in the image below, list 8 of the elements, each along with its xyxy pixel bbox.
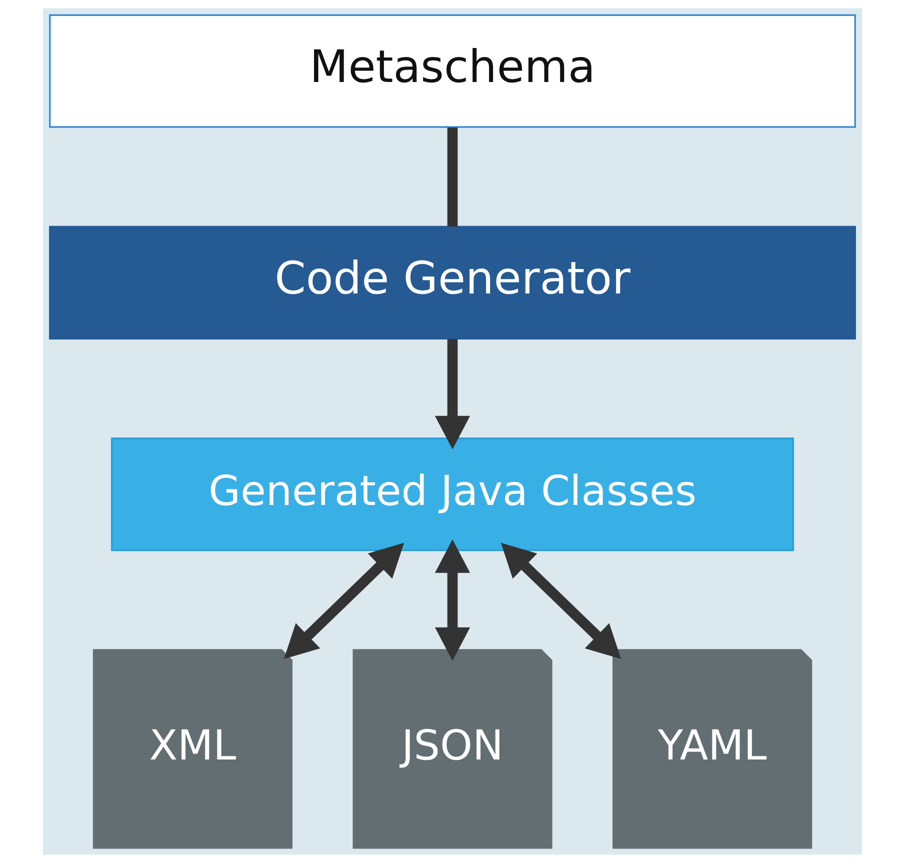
- node-box: Code Generator: [48, 226, 856, 340]
- arrow: [434, 339, 470, 450]
- arrow: [434, 539, 470, 661]
- node-box: Generated Java Classes: [110, 438, 794, 552]
- connector: [446, 127, 458, 227]
- arrow: [283, 542, 404, 660]
- arrow: [500, 542, 621, 660]
- node-box: Metaschema: [48, 14, 856, 128]
